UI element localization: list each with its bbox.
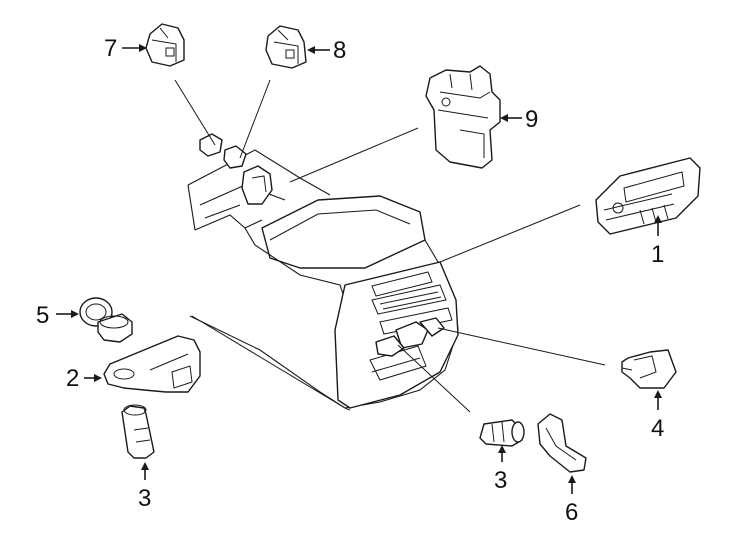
callout-3-right: 3 [494, 445, 507, 494]
callout-3-left-label: 3 [138, 485, 151, 512]
callout-4: 4 [651, 390, 664, 442]
leader-9 [289, 127, 419, 183]
callout-7-label: 7 [104, 35, 117, 62]
callout-3-right-label: 3 [494, 467, 507, 494]
leader-7 [174, 79, 216, 146]
leader-2 [191, 315, 346, 409]
callout-1-label: 1 [651, 241, 664, 268]
part-3-sensor-right [479, 419, 525, 447]
center-console [187, 133, 459, 411]
part-1-climate-control [595, 157, 701, 235]
callout-9-label: 9 [525, 106, 538, 133]
leader-4 [437, 327, 606, 366]
callout-5: 5 [36, 302, 79, 329]
callout-5-label: 5 [36, 302, 49, 329]
leader-lines [174, 79, 606, 413]
callout-1: 1 [651, 215, 664, 268]
part-4-connector [621, 349, 677, 389]
part-3-sensor-left [121, 404, 155, 459]
part-7-switch [145, 23, 185, 67]
callout-2-label: 2 [66, 365, 79, 392]
leader-1 [439, 204, 581, 263]
callout-3-left: 3 [138, 462, 151, 512]
leader-3b [397, 344, 471, 413]
part-8-switch [265, 25, 307, 69]
part-6-bracket [537, 413, 587, 473]
callout-8-label: 8 [333, 37, 346, 64]
callout-6-label: 6 [565, 499, 578, 526]
callout-7: 7 [104, 35, 147, 62]
part-2-bracket [103, 335, 201, 393]
leader-8 [239, 79, 271, 159]
callout-2: 2 [66, 365, 102, 392]
callout-9: 9 [500, 106, 538, 133]
part-5-cap [79, 297, 133, 343]
part-9-module [425, 65, 501, 169]
callout-4-label: 4 [651, 415, 664, 442]
callout-8: 8 [307, 37, 346, 64]
callout-6: 6 [565, 475, 578, 526]
